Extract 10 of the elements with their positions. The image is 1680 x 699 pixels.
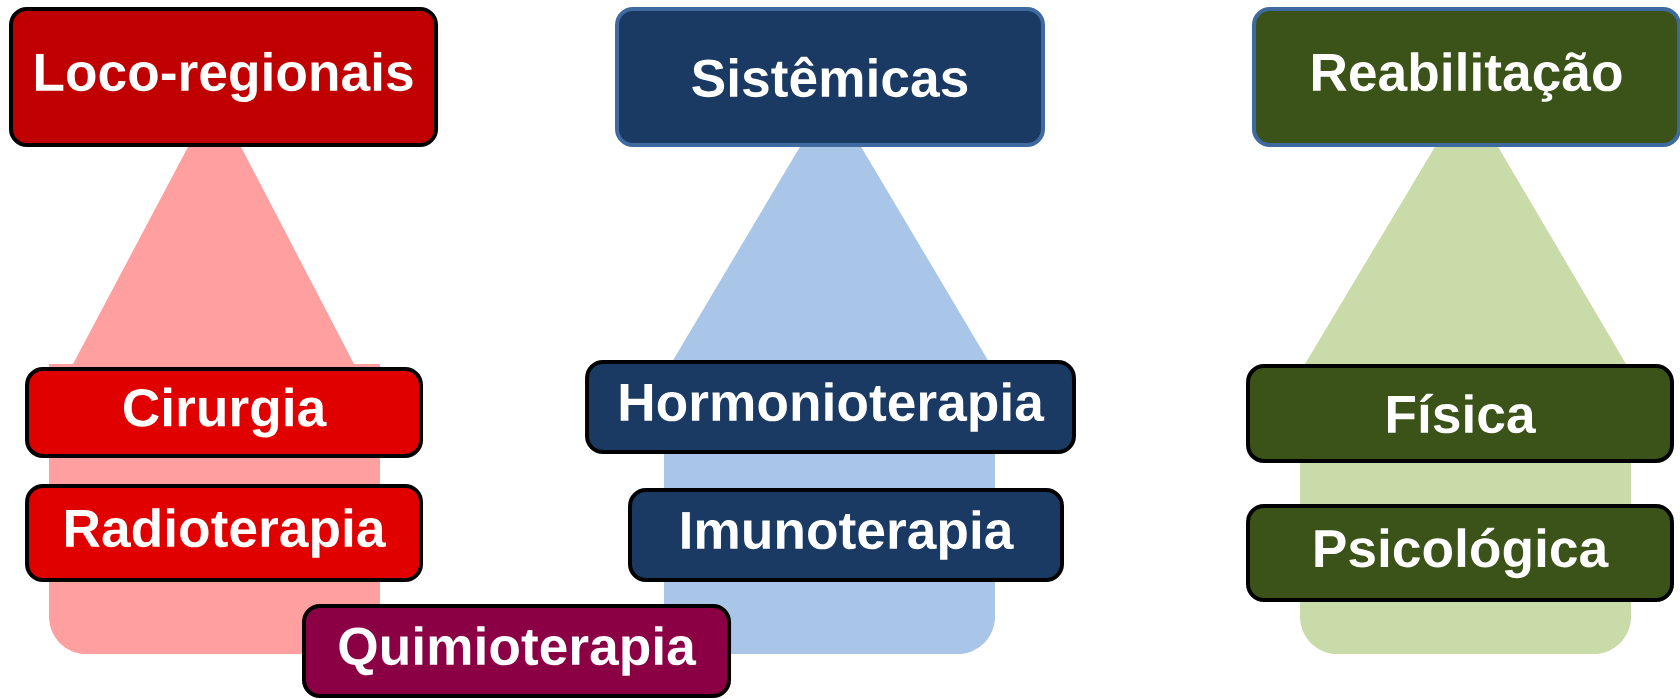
category-box: Reabilitação bbox=[1252, 7, 1680, 147]
category-box: Loco-regionais bbox=[9, 7, 439, 147]
category-box: Quimioterapia bbox=[302, 604, 732, 698]
category-box: Cirurgia bbox=[25, 367, 423, 458]
category-box: Hormonioterapia bbox=[585, 360, 1076, 454]
category-box: Psicológica bbox=[1246, 504, 1674, 602]
category-box: Física bbox=[1246, 364, 1674, 463]
category-box: Sistêmicas bbox=[615, 7, 1045, 147]
category-box: Imunoterapia bbox=[628, 488, 1064, 582]
category-box: Radioterapia bbox=[25, 484, 423, 582]
